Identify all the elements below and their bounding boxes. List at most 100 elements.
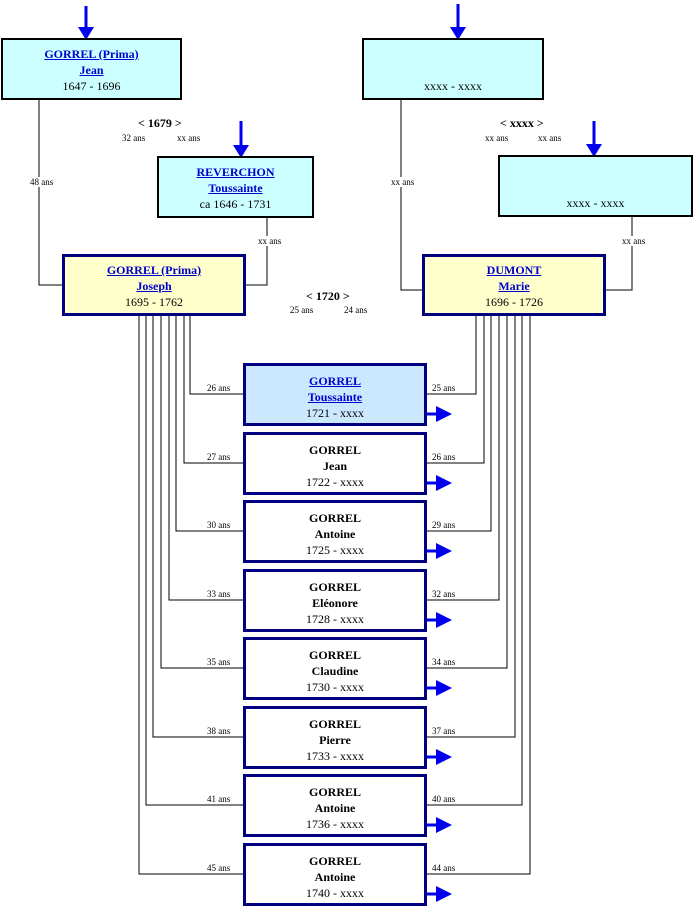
child-surname: GORREL: [308, 854, 361, 868]
child-surname[interactable]: GORREL: [308, 374, 361, 388]
father-child-link: [175, 316, 243, 532]
mother-dates: 1696 - 1726: [485, 295, 543, 309]
paternal-grandfather-box[interactable]: GORREL (Prima) Jean 1647 - 1696: [1, 38, 182, 100]
maternal-grandmother-dates: xxxx - xxxx: [566, 196, 625, 210]
paternal-grandfather-arrow[interactable]: [78, 6, 94, 40]
father-dates: 1695 - 1762: [125, 295, 183, 309]
child-descendants-arrow[interactable]: [427, 475, 452, 491]
child-mother-age: 37 ans: [432, 726, 456, 736]
child-dates: 1728 - xxxx: [306, 612, 364, 626]
maternal-grandmother-link: [606, 217, 633, 291]
child-father-age: 26 ans: [207, 383, 231, 393]
child-firstname: Pierre: [319, 733, 351, 747]
child-dates: 1730 - xxxx: [306, 680, 364, 694]
child-firstname: Antoine: [314, 527, 356, 541]
child-father-age: 41 ans: [207, 794, 231, 804]
maternal-grandfather-dates: xxxx - xxxx: [424, 79, 482, 93]
child-descendants-arrow[interactable]: [427, 612, 452, 628]
maternal-grandmother-age: xx ans: [622, 236, 646, 246]
father-child-link: [183, 316, 243, 464]
child-firstname: Claudine: [311, 664, 359, 678]
maternal-grandfather-link: [400, 100, 422, 291]
mother-child-link: [427, 316, 492, 532]
child-mother-age: 40 ans: [432, 794, 456, 804]
maternal-marriage-year: < xxxx >: [500, 116, 544, 130]
child-firstname: Eléonore: [312, 596, 358, 610]
mother-box[interactable]: DUMONT Marie 1696 - 1726: [422, 254, 606, 316]
child-firstname: Antoine: [314, 870, 356, 884]
child-dates: 1736 - xxxx: [306, 817, 364, 831]
mother-firstname[interactable]: Marie: [498, 279, 530, 293]
father-child-link: [160, 316, 243, 669]
father-child-link: [152, 316, 243, 738]
paternal-grandmother-arrow[interactable]: [233, 121, 249, 158]
child-descendants-arrow[interactable]: [427, 406, 452, 422]
father-child-link: [145, 316, 243, 806]
child-father-age: 27 ans: [207, 452, 231, 462]
paternal-grandmother-dates: ca 1646 - 1731: [199, 197, 272, 211]
paternal-grandmother-surname[interactable]: REVERCHON: [196, 165, 275, 179]
child-box[interactable]: GORREL Eléonore 1728 - xxxx: [243, 569, 427, 632]
parents-marriage-wife-age: 24 ans: [344, 305, 368, 315]
child-surname: GORREL: [308, 580, 361, 594]
paternal-grandfather-age: 48 ans: [30, 177, 54, 187]
child-surname: GORREL: [308, 717, 361, 731]
child-descendants-arrow[interactable]: [427, 749, 452, 765]
father-surname[interactable]: GORREL (Prima): [106, 263, 202, 277]
maternal-grandmother-arrow[interactable]: [586, 121, 602, 157]
paternal-grandfather-firstname[interactable]: Jean: [79, 63, 104, 77]
child-dates: 1722 - xxxx: [306, 475, 364, 489]
child-surname: GORREL: [308, 443, 361, 457]
child-surname: GORREL: [308, 648, 361, 662]
child-box[interactable]: GORREL Pierre 1733 - xxxx: [243, 706, 427, 769]
mother-child-link: [427, 316, 531, 875]
paternal-grandfather-link: [38, 100, 62, 286]
maternal-grandfather-box[interactable]: xxxx - xxxx: [362, 38, 544, 100]
child-dates: 1733 - xxxx: [306, 749, 364, 763]
child-dates: 1725 - xxxx: [306, 543, 364, 557]
child-father-age: 38 ans: [207, 726, 231, 736]
paternal-grandfather-surname[interactable]: GORREL (Prima): [44, 47, 139, 61]
child-mother-age: 32 ans: [432, 589, 456, 599]
mother-child-link: [427, 316, 516, 738]
child-dates: 1721 - xxxx: [306, 406, 364, 420]
maternal-grandfather-age: xx ans: [391, 177, 415, 187]
father-box[interactable]: GORREL (Prima) Joseph 1695 - 1762: [62, 254, 246, 316]
child-mother-age: 44 ans: [432, 863, 456, 873]
child-descendants-arrow[interactable]: [427, 817, 452, 833]
child-descendants-arrow[interactable]: [427, 543, 452, 559]
child-descendants-arrow[interactable]: [427, 886, 452, 902]
paternal-grandmother-link: [246, 218, 268, 286]
child-firstname[interactable]: Toussainte: [307, 390, 363, 404]
child-mother-age: 26 ans: [432, 452, 456, 462]
mother-surname[interactable]: DUMONT: [486, 263, 542, 277]
child-box[interactable]: GORREL Toussainte 1721 - xxxx: [243, 363, 427, 426]
mother-child-link: [427, 316, 508, 669]
maternal-grandmother-box[interactable]: xxxx - xxxx: [498, 155, 693, 217]
father-firstname[interactable]: Joseph: [136, 279, 172, 293]
child-box[interactable]: GORREL Claudine 1730 - xxxx: [243, 637, 427, 700]
paternal-grandmother-age: xx ans: [258, 236, 282, 246]
maternal-marriage-husband-age: xx ans: [485, 133, 509, 143]
maternal-grandfather-arrow[interactable]: [450, 4, 466, 40]
child-mother-age: 34 ans: [432, 657, 456, 667]
paternal-marriage-wife-age: xx ans: [177, 133, 201, 143]
paternal-marriage-husband-age: 32 ans: [122, 133, 146, 143]
paternal-grandmother-firstname[interactable]: Toussainte: [208, 181, 263, 195]
child-father-age: 30 ans: [207, 520, 231, 530]
father-child-link: [189, 316, 243, 395]
mother-child-link: [427, 316, 477, 395]
child-box[interactable]: GORREL Antoine 1740 - xxxx: [243, 843, 427, 906]
paternal-grandfather-dates: 1647 - 1696: [62, 79, 121, 93]
child-descendants-arrow[interactable]: [427, 680, 452, 696]
child-dates: 1740 - xxxx: [306, 886, 364, 900]
mother-child-link: [427, 316, 485, 464]
parents-marriage-year: < 1720 >: [306, 289, 350, 303]
parents-marriage-husband-age: 25 ans: [290, 305, 314, 315]
paternal-grandmother-box[interactable]: REVERCHON Toussainte ca 1646 - 1731: [157, 156, 314, 218]
child-surname: GORREL: [308, 785, 361, 799]
